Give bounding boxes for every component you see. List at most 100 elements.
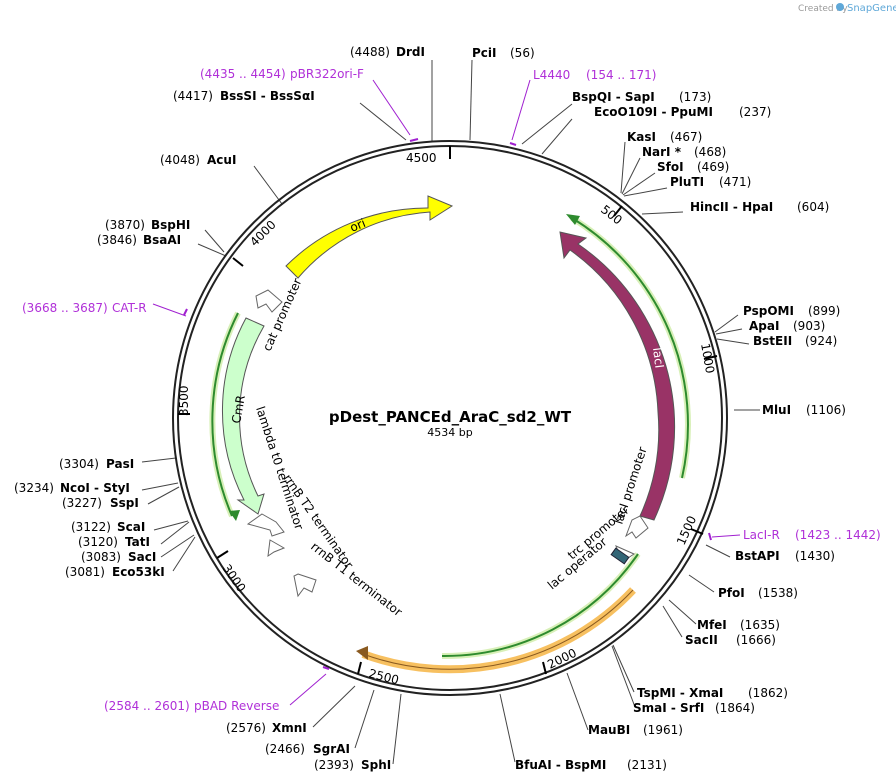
feature-ori: ori — [285, 195, 454, 279]
site-labels: (4488) DrdI PciI (56) (4417) BssSI - Bss… — [14, 45, 846, 772]
site-DrdI-name: DrdI — [396, 45, 425, 59]
lac-operator-box — [610, 547, 630, 565]
cat-promoter-label: cat promoter — [260, 276, 305, 353]
site-MfeI-name: MfeI — [697, 618, 727, 632]
primer-leader-lines — [152, 79, 741, 706]
tick-1000: 1000 — [698, 342, 717, 375]
site-EcoO109I-pos: (237) — [739, 105, 771, 119]
site-Eco53kI-pos: (3081) — [65, 565, 105, 579]
site-ScaI-name: ScaI — [117, 520, 145, 534]
small-feature-arrows — [246, 289, 649, 598]
primer-L4440-name: L4440 — [533, 68, 570, 82]
scale-tick-marks — [178, 146, 718, 675]
site-BstEII-name: BstEII — [753, 334, 792, 348]
site-KasI-name: KasI — [627, 130, 656, 144]
site-SacII-name: SacII — [685, 633, 718, 647]
backbone-outer-ring — [172, 140, 728, 696]
site-BspQI-name: BspQI - SapI — [572, 90, 655, 104]
snapgene-credit: Created by SnapGene — [798, 3, 896, 14]
site-BsaAI-pos: (3846) — [97, 233, 137, 247]
primer-LacI-R-range: (1423 .. 1442) — [795, 528, 881, 542]
site-BssSI-pos: (4417) — [173, 89, 213, 103]
site-SphI-pos: (2393) — [314, 758, 354, 772]
site-AcuI-pos: (4048) — [160, 153, 200, 167]
feature-CmR: CmR — [221, 317, 265, 515]
feature-labels: cat promoter lambda t0 terminator rrnB T… — [253, 276, 650, 619]
site-PciI-name: PciI — [472, 46, 497, 60]
rrnB-T1-terminator-label: rrnB T1 terminator — [308, 539, 405, 619]
tick-4000: 4000 — [247, 218, 278, 249]
site-PspOMI-pos: (899) — [808, 304, 840, 318]
created-by-text: Created by — [798, 4, 848, 14]
site-KasI-pos: (467) — [670, 130, 702, 144]
site-SspI-name: SspI — [110, 496, 139, 510]
site-PciI-pos: (56) — [510, 46, 535, 60]
site-MluI-pos: (1106) — [806, 403, 846, 417]
feature-lacI-label: lacI — [650, 347, 666, 369]
site-BfuAI-name: BfuAI - BspMI — [515, 758, 606, 772]
primer-labels: (4435 .. 4454) pBR322ori-F L4440 (154 ..… — [22, 67, 881, 713]
lambda-t0-terminator-label: lambda t0 terminator — [253, 405, 306, 532]
site-TspMI-name: TspMI - XmaI — [637, 686, 723, 700]
site-NcoI-name: NcoI - StyI — [60, 481, 130, 495]
site-SgrAI-pos: (2466) — [265, 742, 305, 756]
site-leader-lines — [141, 59, 760, 765]
site-ApaI-pos: (903) — [793, 319, 825, 333]
site-BspQI-pos: (173) — [679, 90, 711, 104]
site-HincII-name: HincII - HpaI — [690, 200, 773, 214]
site-PluTI-pos: (471) — [719, 175, 751, 189]
site-SacI-name: SacI — [128, 550, 156, 564]
orange-feature-arc — [356, 587, 636, 674]
orf-arcs — [209, 214, 691, 660]
site-PspOMI-name: PspOMI — [743, 304, 794, 318]
site-TatI-pos: (3120) — [78, 535, 118, 549]
site-PasI-pos: (3304) — [59, 457, 99, 471]
site-BfuAI-pos: (2131) — [627, 758, 667, 772]
primer-L4440-range: (154 .. 171) — [586, 68, 656, 82]
site-SgrAI-name: SgrAI — [313, 742, 350, 756]
site-MauBI-name: MauBI — [588, 723, 630, 737]
site-AcuI-name: AcuI — [207, 153, 236, 167]
site-MauBI-pos: (1961) — [643, 723, 683, 737]
site-PasI-name: PasI — [106, 457, 134, 471]
site-BssSI-name: BssSI - BssSαI — [220, 89, 315, 103]
snapgene-logo-icon — [836, 3, 844, 11]
site-MluI-name: MluI — [762, 403, 791, 417]
site-NarI-name: NarI * — [642, 145, 682, 159]
site-SacI-pos: (3083) — [81, 550, 121, 564]
primer-pBAD-Reverse-name: pBAD Reverse — [194, 699, 279, 713]
site-BstAPI-pos: (1430) — [795, 549, 835, 563]
primer-CAT-R-name: CAT-R — [112, 301, 147, 315]
site-SphI-name: SphI — [361, 758, 391, 772]
site-BstAPI-name: BstAPI — [735, 549, 780, 563]
site-ApaI-name: ApaI — [749, 319, 779, 333]
site-SacII-pos: (1666) — [736, 633, 776, 647]
primer-pBAD-Reverse-range: (2584 .. 2601) — [104, 699, 190, 713]
site-BstEII-pos: (924) — [805, 334, 837, 348]
site-EcoO109I-name: EcoO109I - PpuMI — [594, 105, 713, 119]
site-NarI-pos: (468) — [694, 145, 726, 159]
site-HincII-pos: (604) — [797, 200, 829, 214]
site-TspMI-pos: (1862) — [748, 686, 788, 700]
site-SmaI-name: SmaI - SrfI — [633, 701, 704, 715]
site-BsaAI-name: BsaAI — [143, 233, 181, 247]
site-SspI-pos: (3227) — [62, 496, 102, 510]
site-ScaI-pos: (3122) — [71, 520, 111, 534]
primer-LacI-R-name: LacI-R — [743, 528, 780, 542]
feature-ori-label: ori — [348, 216, 368, 235]
site-SmaI-pos: (1864) — [715, 701, 755, 715]
site-DrdI-pos: (4488) — [350, 45, 390, 59]
site-SfoI-name: SfoI — [657, 160, 684, 174]
primer-pBR322ori-F-range: (4435 .. 4454) — [200, 67, 286, 81]
site-XmnI-pos: (2576) — [226, 721, 266, 735]
site-PluTI-name: PluTI — [670, 175, 704, 189]
site-NcoI-pos: (3234) — [14, 481, 54, 495]
feature-CmR-label: CmR — [229, 394, 248, 424]
primer-pBR322ori-F-name: pBR322ori-F — [290, 67, 364, 81]
site-SfoI-pos: (469) — [697, 160, 729, 174]
tick-4500: 4500 — [406, 151, 437, 165]
site-Eco53kI-name: Eco53kI — [112, 565, 165, 579]
primer-marks — [183, 138, 712, 670]
plasmid-name: pDest_PANCEd_AraC_sd2_WT — [329, 408, 572, 426]
